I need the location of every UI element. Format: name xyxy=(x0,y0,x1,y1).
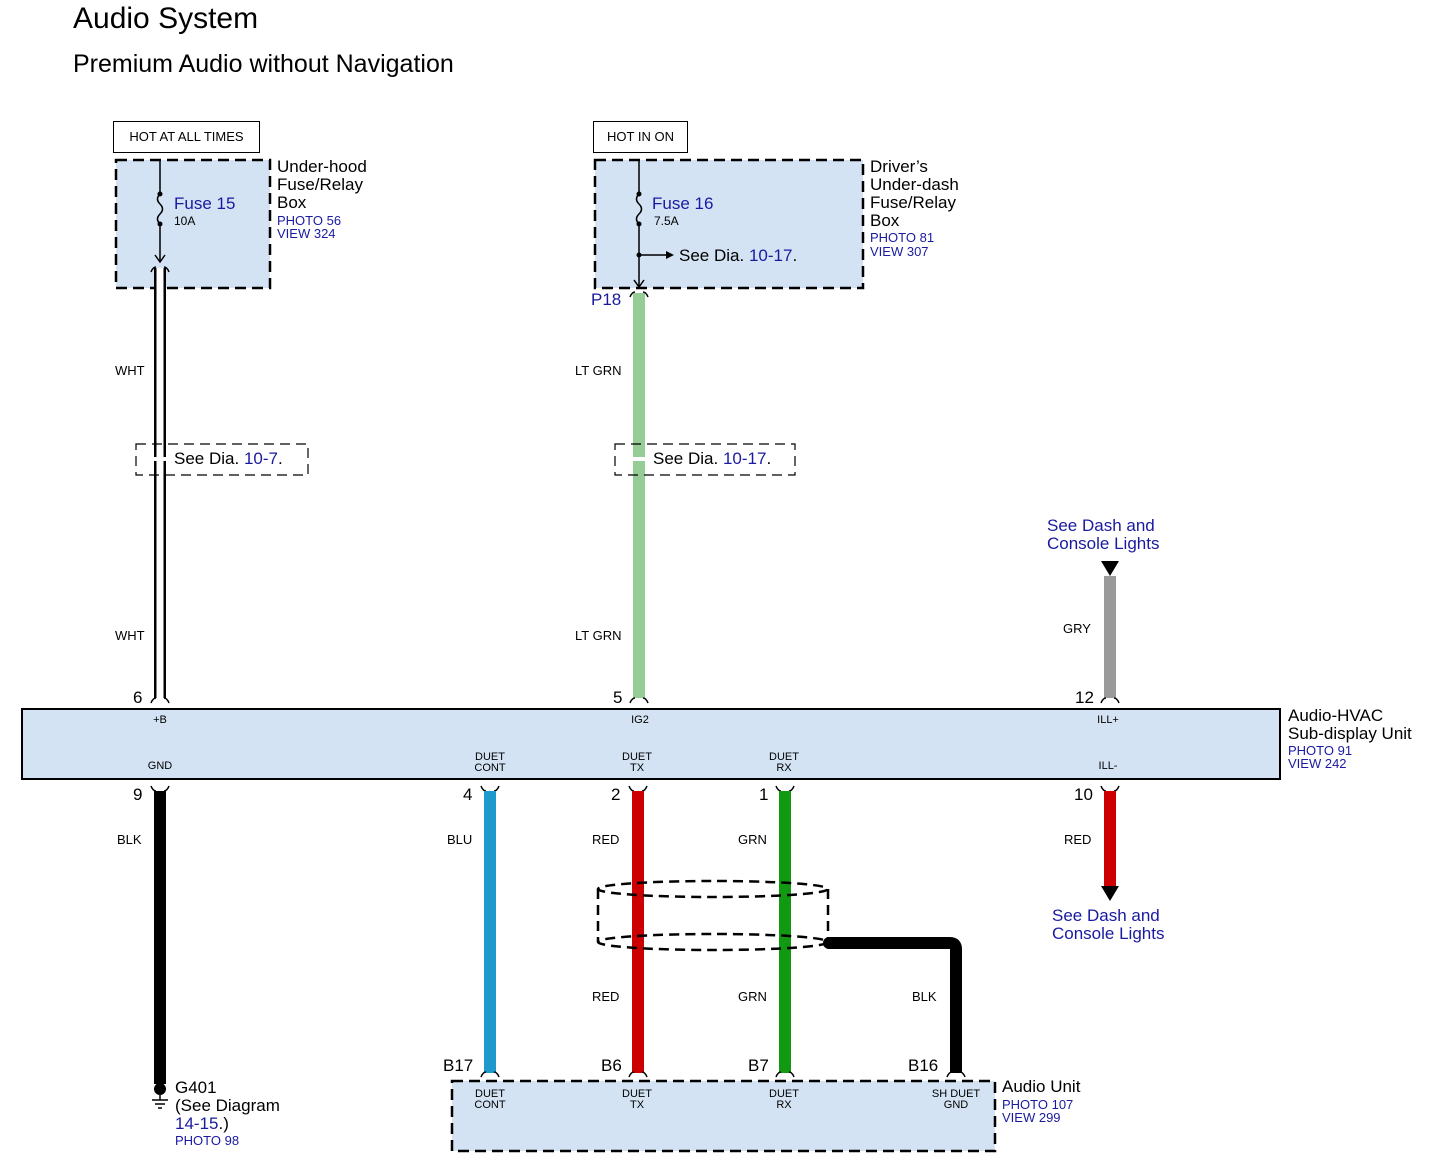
dia-10-17-splice-link[interactable]: 10-17 xyxy=(722,449,767,468)
dia-14-15-link[interactable]: 14-15 xyxy=(175,1114,219,1133)
wire-label-wht-lower: WHT xyxy=(115,628,145,643)
underdash-fuse-box xyxy=(593,158,865,290)
sub-display-name: Audio-HVAC Sub-display Unit xyxy=(1288,706,1412,743)
au-label-duet-rx: DUET RX xyxy=(769,1088,799,1111)
red-ill-wire xyxy=(1104,791,1116,887)
page-subtitle: Premium Audio without Navigation xyxy=(73,50,454,78)
fuse-16-label: Fuse 16 xyxy=(652,194,714,213)
gry-wire xyxy=(1104,576,1116,698)
wire-label-wht-upper: WHT xyxy=(115,363,145,378)
pin-2: 2 xyxy=(611,785,621,804)
hot-at-all-times-label: HOT AT ALL TIMES xyxy=(113,121,260,153)
pin-label-duet-cont: DUET CONT xyxy=(474,751,506,774)
pin-10: 10 xyxy=(1074,785,1093,804)
wire-label-grn-lower: GRN xyxy=(738,989,767,1004)
pin-label-gnd: GND xyxy=(147,760,173,772)
dash-lights-link-bottom[interactable]: See Dash and Console Lights xyxy=(1052,906,1165,943)
pin-1: 1 xyxy=(759,785,769,804)
ground-diagram-ref: 14-15.) xyxy=(175,1114,229,1133)
pin-label-ig2: IG2 xyxy=(631,714,649,726)
grn-wire xyxy=(779,791,791,1073)
sub-display-photo-link[interactable]: PHOTO 91 xyxy=(1288,743,1353,758)
wire-label-grn-upper: GRN xyxy=(738,832,767,847)
pin-b7: B7 xyxy=(748,1056,769,1075)
wire-label-ltgrn-lower: LT GRN xyxy=(575,628,622,643)
fuse-15-rating: 10A xyxy=(174,214,196,228)
wire-label-blk-gnd: BLK xyxy=(117,832,142,847)
sub-display-view-link[interactable]: VIEW 242 xyxy=(1288,756,1347,771)
wire-label-red-lower: RED xyxy=(592,989,620,1004)
page-title: Audio System xyxy=(73,2,259,35)
underhood-view-link[interactable]: VIEW 324 xyxy=(277,226,336,241)
underdash-box-name: Driver’s Under-dash Fuse/Relay Box xyxy=(870,157,959,230)
wire-label-ltgrn-upper: LT GRN xyxy=(575,363,622,378)
pin-label-ill-plus: ILL+ xyxy=(1097,714,1119,726)
fuse-15-symbol xyxy=(154,160,166,264)
pin-label-duet-tx: DUET TX xyxy=(622,751,652,774)
sub-display-unit-box xyxy=(21,708,1281,780)
au-label-duet-tx: DUET TX xyxy=(622,1088,652,1111)
underhood-box-name: Under-hood Fuse/Relay Box xyxy=(277,157,367,212)
lt-grn-wire xyxy=(633,293,645,698)
audio-unit-view-link[interactable]: VIEW 299 xyxy=(1002,1110,1061,1125)
pin-label-duet-rx: DUET RX xyxy=(769,751,799,774)
connector-p18: P18 xyxy=(591,290,622,309)
pin-b17: B17 xyxy=(443,1056,474,1075)
wire-label-red-upper: RED xyxy=(592,832,620,847)
pin-12: 12 xyxy=(1075,688,1094,707)
au-label-sh-duet-gnd: SH DUET GND xyxy=(931,1088,981,1111)
fuse-16-see-ref: See Dia. 10-17. xyxy=(679,246,798,265)
red-ill-arrow xyxy=(1101,886,1119,901)
ground-photo-link[interactable]: PHOTO 98 xyxy=(175,1133,240,1148)
shield-drain-wire xyxy=(828,937,962,1073)
pin-b6: B6 xyxy=(601,1056,622,1075)
pin-label-plus-b: +B xyxy=(153,714,167,726)
fuse-15-label: Fuse 15 xyxy=(174,194,236,213)
dia-10-7-link[interactable]: 10-7 xyxy=(243,449,278,468)
underdash-photo-link[interactable]: PHOTO 81 xyxy=(870,230,935,245)
pin-5: 5 xyxy=(613,688,623,707)
splice-middle-ref: See Dia. 10-17. xyxy=(653,449,772,468)
pin-9: 9 xyxy=(133,785,143,804)
blu-wire xyxy=(484,791,496,1073)
hot-in-on-label: HOT IN ON xyxy=(593,121,688,153)
red-wire xyxy=(632,791,644,1073)
audio-unit-name: Audio Unit xyxy=(1002,1077,1081,1096)
dia-10-17-link[interactable]: 10-17 xyxy=(748,246,793,265)
fuse-16-rating: 7.5A xyxy=(654,214,679,228)
pin-6: 6 xyxy=(133,688,143,707)
gry-arrow xyxy=(1101,561,1119,576)
underdash-view-link[interactable]: VIEW 307 xyxy=(870,244,929,259)
ground-see-diagram: (See Diagram xyxy=(175,1096,280,1115)
au-label-duet-cont: DUET CONT xyxy=(474,1088,506,1111)
wire-label-blk-shield: BLK xyxy=(912,989,937,1004)
splice-left-ref: See Dia. 10-7. xyxy=(174,449,283,468)
splice-box-middle xyxy=(614,443,796,476)
wire-label-blu: BLU xyxy=(447,832,473,847)
pin-label-ill-minus: ILL- xyxy=(1098,760,1118,772)
ground-name: G401 xyxy=(175,1078,217,1097)
dash-lights-link-top[interactable]: See Dash and Console Lights xyxy=(1047,516,1160,553)
underhood-photo-link[interactable]: PHOTO 56 xyxy=(277,213,342,228)
blk-ground-wire xyxy=(154,791,166,1084)
wire-label-red-ill: RED xyxy=(1064,832,1092,847)
wire-label-gry: GRY xyxy=(1063,621,1091,636)
pin-4: 4 xyxy=(463,785,473,804)
ground-symbol xyxy=(152,1083,168,1109)
pin-b16: B16 xyxy=(908,1056,939,1075)
splice-box-left xyxy=(135,443,309,476)
audio-unit-photo-link[interactable]: PHOTO 107 xyxy=(1002,1097,1074,1112)
underhood-fuse-box xyxy=(114,158,272,290)
fuse-16-symbol xyxy=(633,160,668,289)
audio-unit-box xyxy=(450,1079,997,1153)
wht-wire xyxy=(154,268,166,698)
